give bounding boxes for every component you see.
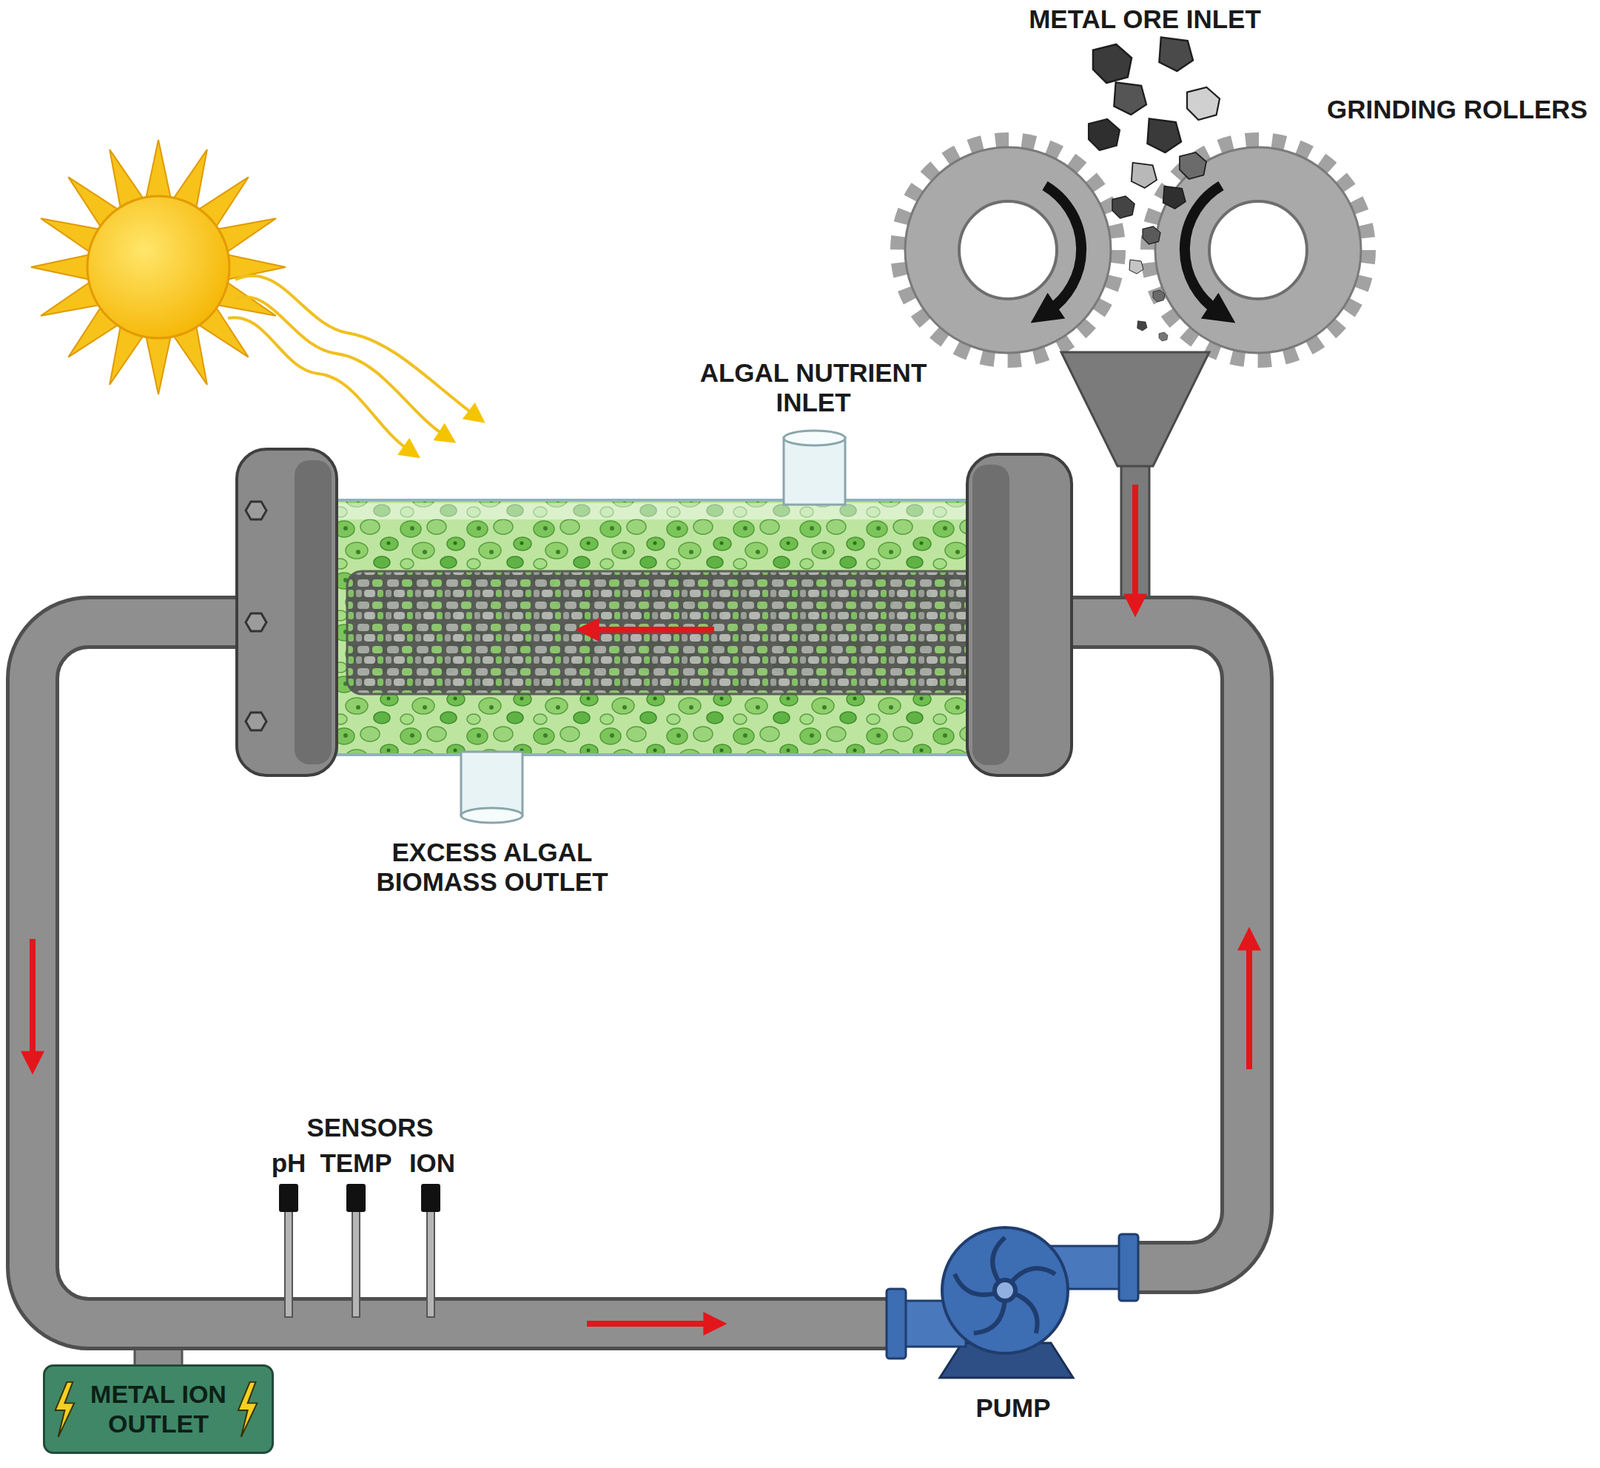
pump-symbol <box>1118 1234 1139 1302</box>
pipe-loop <box>1065 622 1247 1268</box>
pump-symbol <box>950 1235 1056 1339</box>
node-text-group: METAL ION OUTLET <box>45 1380 272 1438</box>
ore-rocks <box>1163 186 1186 209</box>
grinding-roller <box>1148 140 1368 360</box>
photobioreactor <box>783 438 846 505</box>
lightning-icon <box>238 1382 258 1438</box>
flow-arrow <box>29 939 36 1059</box>
rotation-arrow <box>1044 185 1082 311</box>
photobioreactor <box>461 751 523 816</box>
sensor-label: ION <box>398 1148 466 1179</box>
pump-symbol <box>886 1289 906 1359</box>
part-label: GRINDING ROLLERS <box>1261 94 1588 125</box>
grinding-roller <box>898 140 1118 360</box>
light-rays <box>227 317 409 450</box>
inlet-label: METAL ORE INLET <box>952 4 1338 35</box>
sensor-probe <box>284 1206 293 1318</box>
photobioreactor <box>245 712 267 731</box>
flow-arrow <box>592 626 715 633</box>
sun-icon <box>87 196 230 339</box>
sensor-group-label: SENSORS <box>259 1113 482 1143</box>
ore-rocks <box>1158 332 1168 342</box>
photobioreactor <box>783 430 846 446</box>
sensor-probe <box>352 1206 360 1318</box>
ore-rocks <box>1158 37 1193 72</box>
photobioreactor <box>336 503 968 520</box>
ore-rocks <box>1147 118 1182 153</box>
sensor-probe <box>421 1184 441 1213</box>
photobioreactor <box>967 454 1072 776</box>
ore-rocks <box>1137 321 1148 331</box>
lightning-icon <box>55 1382 75 1438</box>
sensor-label: pH <box>259 1148 319 1179</box>
ore-rocks <box>1088 119 1120 151</box>
ore-rocks <box>1142 226 1161 245</box>
light-rays <box>227 276 474 450</box>
ore-funnel <box>1061 352 1210 607</box>
ore-funnel <box>1121 458 1150 607</box>
grinding-roller <box>1155 147 1361 354</box>
ore-rocks <box>1187 87 1220 120</box>
photobioreactor <box>972 464 1010 766</box>
photobioreactor <box>245 613 267 632</box>
grinding-roller <box>905 147 1111 354</box>
outlet-label: EXCESS ALGAL BIOMASS OUTLET <box>336 837 648 898</box>
ore-funnel <box>1061 352 1210 467</box>
ore-rocks <box>1093 44 1132 83</box>
grinding-roller <box>1148 140 1368 360</box>
sun-icon <box>145 335 171 395</box>
flow-arrow <box>1132 484 1139 601</box>
sensor-label: TEMP <box>314 1148 398 1179</box>
inlet-label: ALGAL NUTRIENT INLET <box>672 358 954 419</box>
grinding-roller <box>898 140 1118 360</box>
photobioreactor <box>347 571 1014 695</box>
part-label: PUMP <box>931 1393 1095 1424</box>
photobioreactor <box>461 808 523 823</box>
ore-rocks <box>1153 290 1165 302</box>
photobioreactor <box>236 449 337 776</box>
sensor-probe <box>427 1206 435 1318</box>
node-label: METAL ION OUTLET <box>80 1380 237 1438</box>
pipe-loop <box>1065 622 1247 1268</box>
light-rays <box>233 296 445 436</box>
ore-rocks <box>1112 196 1135 219</box>
sensor-probe <box>279 1184 441 1318</box>
sensor-probe <box>279 1184 299 1213</box>
photobioreactor <box>236 430 1072 823</box>
ore-rocks <box>1088 37 1220 342</box>
sun-icon <box>145 139 171 200</box>
flow-arrow <box>586 1320 711 1327</box>
ore-rocks <box>1131 162 1157 188</box>
photobioreactor <box>245 501 267 520</box>
photobioreactor <box>294 460 332 765</box>
outlet-box: METAL ION OUTLET <box>42 1364 274 1455</box>
ore-rocks <box>1113 82 1147 115</box>
grinding-roller <box>1209 201 1307 299</box>
sun-icon <box>31 139 286 395</box>
pump-symbol <box>994 1280 1016 1302</box>
rotation-arrow <box>1044 185 1222 311</box>
pump-symbol <box>886 1227 1139 1378</box>
pump-symbol <box>942 1227 1068 1354</box>
rotation-arrow <box>1184 185 1222 311</box>
flow-arrow <box>1246 943 1253 1070</box>
flow-arrow <box>32 484 1250 1324</box>
ore-rocks <box>1129 259 1144 274</box>
grinding-roller <box>959 201 1057 299</box>
sun-icon <box>31 254 91 280</box>
sensor-probe <box>346 1184 366 1213</box>
ore-rocks <box>1179 152 1207 180</box>
